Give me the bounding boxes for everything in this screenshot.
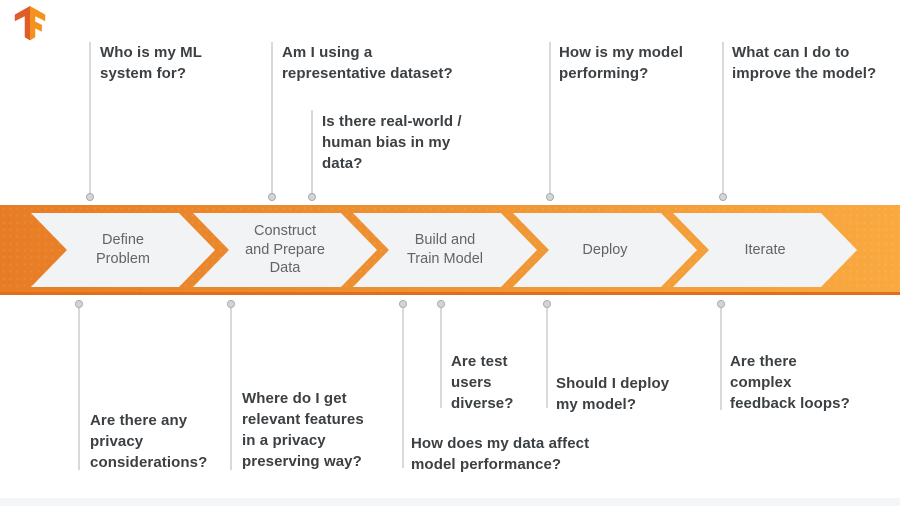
tensorflow-logo bbox=[14, 6, 46, 41]
connector-dot bbox=[268, 193, 276, 201]
connector-line bbox=[271, 42, 273, 194]
connector-dot bbox=[543, 300, 551, 308]
question-representative-dataset: Am I using a representative dataset? bbox=[282, 44, 453, 82]
connector-line bbox=[549, 42, 551, 194]
process-band: Define Problem Construct and Prepare Dat… bbox=[0, 205, 900, 295]
question-improve-model: What can I do to improve the model? bbox=[732, 44, 877, 82]
connector-dot bbox=[546, 193, 554, 201]
connector-line bbox=[546, 308, 548, 408]
connector-line bbox=[89, 42, 91, 194]
question-test-users-diverse: Are test users diverse? bbox=[451, 353, 514, 412]
connector-dot bbox=[86, 193, 94, 201]
question-should-deploy: Should I deploy my model? bbox=[556, 375, 670, 413]
question-feedback-loops: Are there complex feedback loops? bbox=[730, 353, 850, 412]
stage-define-problem: Define Problem bbox=[31, 213, 215, 287]
connector-dot bbox=[227, 300, 235, 308]
connector-dot bbox=[719, 193, 727, 201]
connector-dot bbox=[75, 300, 83, 308]
stage-build-and-train-model: Build and Train Model bbox=[353, 213, 537, 287]
connector-line bbox=[311, 110, 313, 194]
connector-line bbox=[78, 308, 80, 470]
connector-dot bbox=[399, 300, 407, 308]
connector-line bbox=[230, 308, 232, 470]
stage-construct-and-prepare-data: Construct and Prepare Data bbox=[193, 213, 377, 287]
connector-line bbox=[720, 308, 722, 410]
connector-line bbox=[722, 42, 724, 194]
question-human-bias: Is there real-world / human bias in my d… bbox=[322, 113, 462, 172]
question-data-affect-performance: How does my data affect model performanc… bbox=[411, 435, 590, 473]
connector-dot bbox=[308, 193, 316, 201]
question-who-is-system-for: Who is my ML system for? bbox=[100, 44, 203, 82]
question-privacy-preserving-features: Where do I get relevant features in a pr… bbox=[242, 390, 364, 470]
question-privacy-considerations: Are there any privacy considerations? bbox=[90, 412, 208, 471]
connector-dot bbox=[717, 300, 725, 308]
question-model-performing: How is my model performing? bbox=[559, 44, 684, 82]
connector-dot bbox=[437, 300, 445, 308]
connector-line bbox=[402, 308, 404, 468]
connector-line bbox=[440, 308, 442, 408]
bottom-edge-strip bbox=[0, 498, 900, 506]
stage-iterate: Iterate bbox=[673, 213, 857, 287]
stage-deploy: Deploy bbox=[513, 213, 697, 287]
